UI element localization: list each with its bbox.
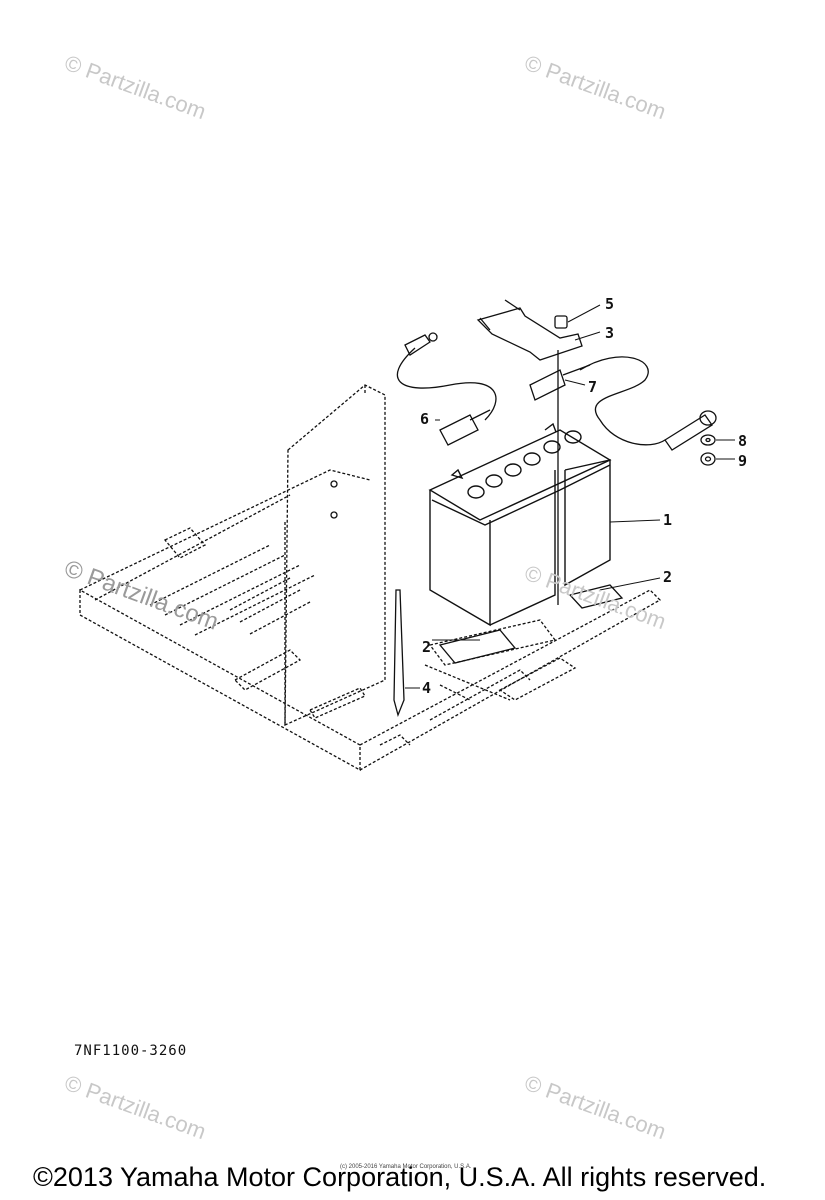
hold-down-rod (393, 350, 559, 718)
nut-9 (700, 452, 716, 466)
copyright-notice: ©2013 Yamaha Motor Corporation, U.S.A. A… (33, 1162, 767, 1192)
base-tray (79, 469, 662, 772)
battery-bracket (476, 299, 583, 361)
callout-7: 7 (588, 378, 597, 396)
callout-4: 4 (422, 679, 431, 697)
washer-8 (700, 434, 716, 446)
positive-cable (529, 356, 666, 446)
diagram-part-code: 7NF1100-3260 (74, 1043, 188, 1059)
nut-5 (554, 315, 568, 329)
small-copyright-notice: (c) 2005-2016 Yamaha Motor Corporation, … (340, 1164, 472, 1170)
bolt (664, 410, 717, 451)
callout-1: 1 (663, 511, 672, 529)
callout-5: 5 (605, 295, 614, 313)
partition-wall (284, 384, 386, 727)
callout-2-rear: 2 (663, 568, 672, 586)
battery-pad-front (438, 629, 517, 664)
callout-6: 6 (420, 410, 429, 428)
battery-pad-rear (568, 584, 624, 609)
callout-2-front: 2 (422, 638, 431, 656)
leader-lines (405, 304, 735, 689)
callout-8: 8 (738, 432, 747, 450)
callout-3: 3 (605, 324, 614, 342)
callout-9: 9 (738, 452, 747, 470)
battery (428, 422, 612, 627)
negative-cable (396, 332, 497, 446)
